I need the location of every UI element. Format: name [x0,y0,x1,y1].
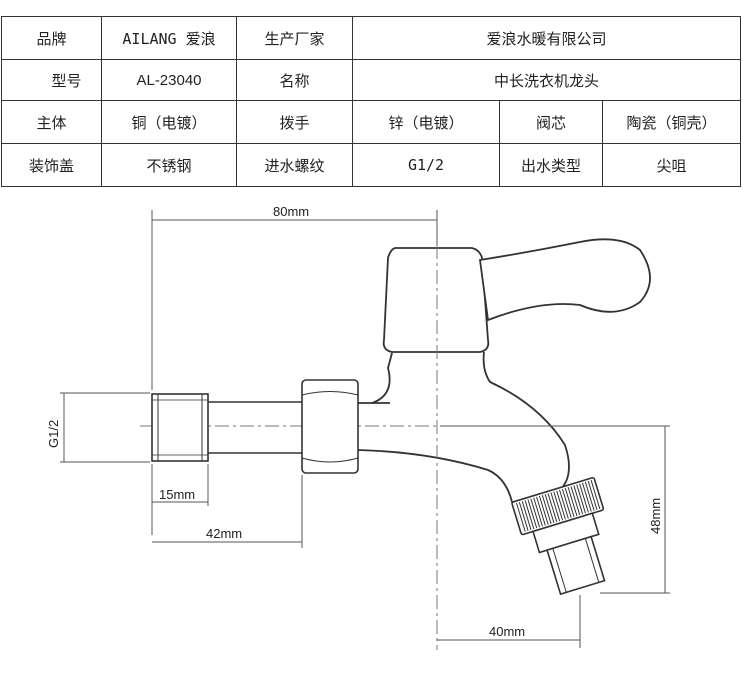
spec-table: 品牌 AILANG 爱浪 生产厂家 爱浪水暖有限公司 型号 AL-23040 名… [1,16,742,187]
dim-15mm [151,464,209,535]
inlet-value: G1/2 [352,143,500,187]
valve-cap [382,247,490,353]
name-label: 名称 [236,59,353,101]
maker-value: 爱浪水暖有限公司 [351,16,742,60]
handle-value: 锌（电镀） [352,100,500,144]
faucet-drawing: 80mm G1/2 [46,204,670,650]
table-row: 主体 铜（电镀） 拨手 锌（电镀） 阀芯 陶瓷（铜壳） [1,100,742,144]
spout-tip [511,476,606,596]
dim-40mm [437,595,581,648]
body-label: 主体 [1,100,102,144]
handle-lever [478,238,651,322]
dim-15mm-label: 15mm [159,487,195,502]
inlet-label: 进水螺纹 [236,143,353,187]
dim-42mm-label: 42mm [206,526,242,541]
hex-nut [301,379,359,474]
faucet-body [357,351,570,509]
dim-80mm [151,210,438,390]
dim-thread-label: G1/2 [46,420,61,448]
dim-48mm [440,425,670,594]
cover-label: 装饰盖 [1,143,102,187]
inlet-pipe [208,401,302,454]
table-row: 型号 AL-23040 名称 中长洗衣机龙头 [1,59,742,101]
dim-42mm [152,475,303,548]
dim-thread [60,392,150,463]
maker-label: 生产厂家 [236,16,353,60]
outlet-value: 尖咀 [601,143,742,187]
threaded-inlet [151,393,209,462]
table-row: 装饰盖 不锈钢 进水螺纹 G1/2 出水类型 尖咀 [1,143,742,187]
brand-label: 品牌 [1,16,102,60]
core-value: 陶瓷（铜壳） [601,100,742,144]
model-value: AL-23040 [101,59,237,101]
dim-48mm-label: 48mm [648,498,663,534]
brand-value: AILANG 爱浪 [101,16,237,60]
outlet-label: 出水类型 [499,143,603,187]
handle-label: 拨手 [236,100,353,144]
model-label: 型号 [1,59,102,101]
body-value: 铜（电镀） [101,100,237,144]
core-label: 阀芯 [499,100,603,144]
dim-40mm-label: 40mm [489,624,525,639]
dim-80mm-label: 80mm [273,204,309,219]
table-row: 品牌 AILANG 爱浪 生产厂家 爱浪水暖有限公司 [1,16,742,60]
cover-value: 不锈钢 [101,143,237,187]
name-value: 中长洗衣机龙头 [351,59,742,101]
